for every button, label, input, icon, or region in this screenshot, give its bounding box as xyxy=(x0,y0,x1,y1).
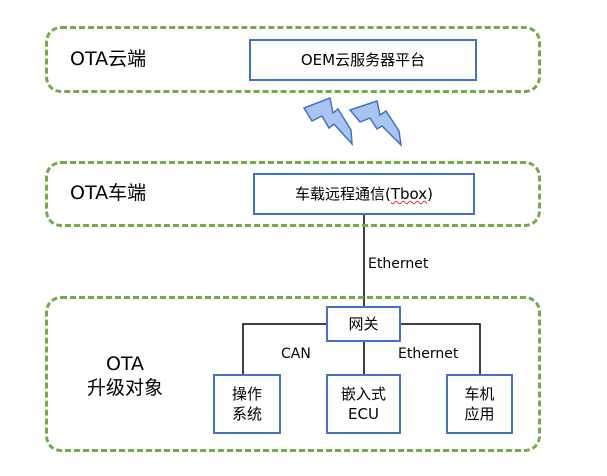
vehicle-app-label-line2: 应用 xyxy=(464,405,495,423)
lightning-icon xyxy=(302,96,353,147)
lightning-icon xyxy=(348,100,403,148)
oem-platform-label: OEM云服务器平台 xyxy=(300,51,426,69)
left-bus-line xyxy=(242,323,326,374)
vehicle-zone-label: OTA车端 xyxy=(70,182,147,204)
oem-platform-box: OEM云服务器平台 xyxy=(249,39,477,81)
target-zone xyxy=(45,296,541,452)
vehicle-app-box: 车机 应用 xyxy=(446,374,513,434)
os-label-line2: 系统 xyxy=(231,405,262,423)
vehicle-zone xyxy=(45,161,541,227)
ethernet-label-top: Ethernet xyxy=(368,255,429,273)
cloud-zone xyxy=(45,26,541,93)
embedded-ecu-label-line1: 嵌入式 xyxy=(340,385,386,403)
tbox-box: 车载远程通信(Tbox) xyxy=(253,173,475,215)
vehicle-app-label-line1: 车机 xyxy=(464,385,495,403)
cloud-zone-label: OTA云端 xyxy=(70,48,147,70)
embedded-ecu-label-line2: ECU xyxy=(348,405,379,423)
os-box: 操作 系统 xyxy=(213,374,281,434)
os-label-line1: 操作 xyxy=(231,385,262,403)
tbox-word: Tbox xyxy=(390,185,428,203)
embedded-ecu-box: 嵌入式 ECU xyxy=(326,374,401,434)
gateway-label: 网关 xyxy=(348,315,379,333)
can-label: CAN xyxy=(281,345,311,363)
target-zone-label-line1: OTA xyxy=(105,353,145,375)
gateway-box: 网关 xyxy=(326,306,401,342)
target-zone-label-line2: 升级对象 xyxy=(86,377,163,399)
right-bus-line xyxy=(401,323,481,374)
ethernet-label-bottom: Ethernet xyxy=(398,345,459,363)
tbox-label: 车载远程通信(Tbox) xyxy=(295,185,433,203)
